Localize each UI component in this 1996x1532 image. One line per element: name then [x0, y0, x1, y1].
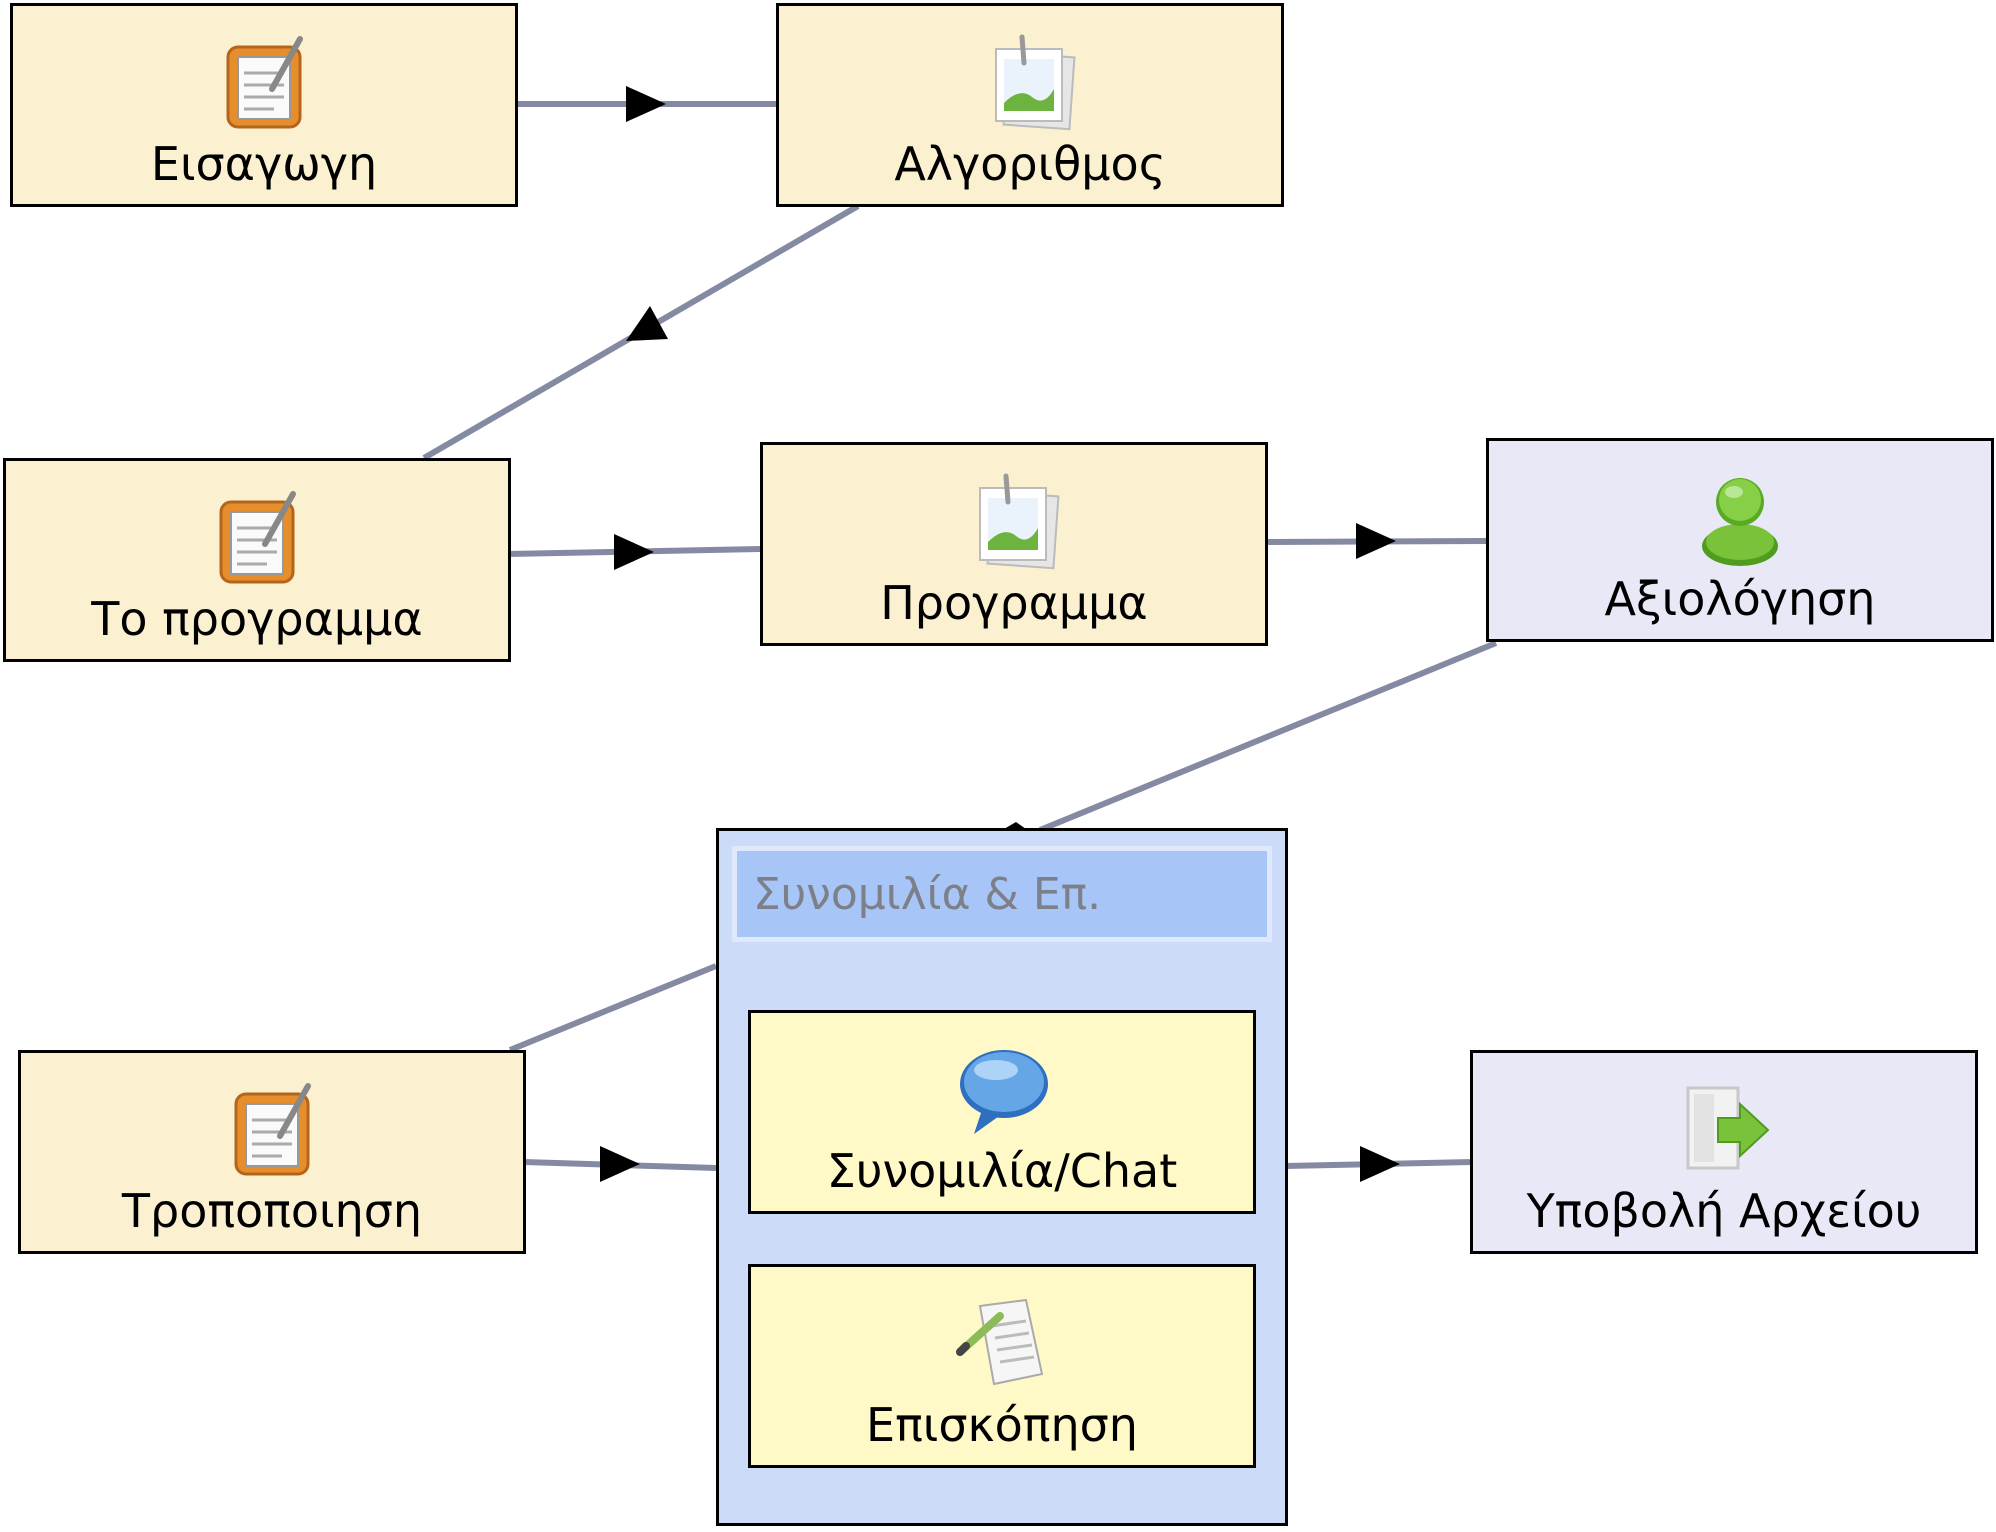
user-icon	[1690, 468, 1790, 568]
node-label: Το προγραμμα	[91, 592, 423, 647]
edge-group-to-tropopoiisi	[508, 963, 718, 1053]
notepad-icon	[214, 33, 314, 133]
edge-axiologisi-to-group	[1004, 640, 1498, 833]
node-label: Εισαγωγη	[150, 137, 378, 192]
node-programma[interactable]: Προγραμμα	[760, 442, 1268, 646]
node-label: Συνομιλία/Chat	[826, 1144, 1178, 1199]
node-chat[interactable]: Συνομιλία/Chat	[748, 1010, 1256, 1214]
node-label: Επισκόπηση	[866, 1398, 1138, 1453]
node-label: Προγραμμα	[880, 576, 1148, 631]
node-tropopoiisi[interactable]: Τροποποιηση	[18, 1050, 526, 1254]
node-to-programma[interactable]: Το προγραμμα	[3, 458, 511, 662]
image-icon	[964, 472, 1064, 572]
group-title: Συνομιλία & Επ.	[732, 846, 1272, 942]
speech-bubble-icon	[952, 1040, 1052, 1140]
node-label: Τροποποιηση	[121, 1184, 423, 1239]
node-ypovoli[interactable]: Υποβολή Αρχείου	[1470, 1050, 1978, 1254]
node-label: Αλγοριθμος	[894, 137, 1166, 192]
node-episkopisi[interactable]: Επισκόπηση	[748, 1264, 1256, 1468]
node-axiologisi[interactable]: Αξιολόγηση	[1486, 438, 1994, 642]
edge-programma-to-axiologisi	[1265, 523, 1487, 559]
edge-tropopoiisi-to-group	[523, 1146, 717, 1182]
node-label: Αξιολόγηση	[1604, 572, 1876, 627]
node-eisagogi[interactable]: Εισαγωγη	[10, 3, 518, 207]
file-upload-icon	[1674, 1080, 1774, 1180]
image-icon	[980, 33, 1080, 133]
node-label: Υποβολή Αρχείου	[1526, 1184, 1922, 1239]
notepad-icon	[222, 1080, 322, 1180]
edge-eisagogi-to-algorithmos	[516, 86, 776, 122]
document-pen-icon	[952, 1294, 1052, 1394]
edge-group-to-ypovoli	[1285, 1146, 1473, 1182]
node-algorithmos[interactable]: Αλγοριθμος	[776, 3, 1284, 207]
notepad-icon	[207, 488, 307, 588]
edge-to-programma-to-programma	[506, 534, 761, 570]
edge-to-programma-to-algorithmos	[422, 203, 860, 461]
